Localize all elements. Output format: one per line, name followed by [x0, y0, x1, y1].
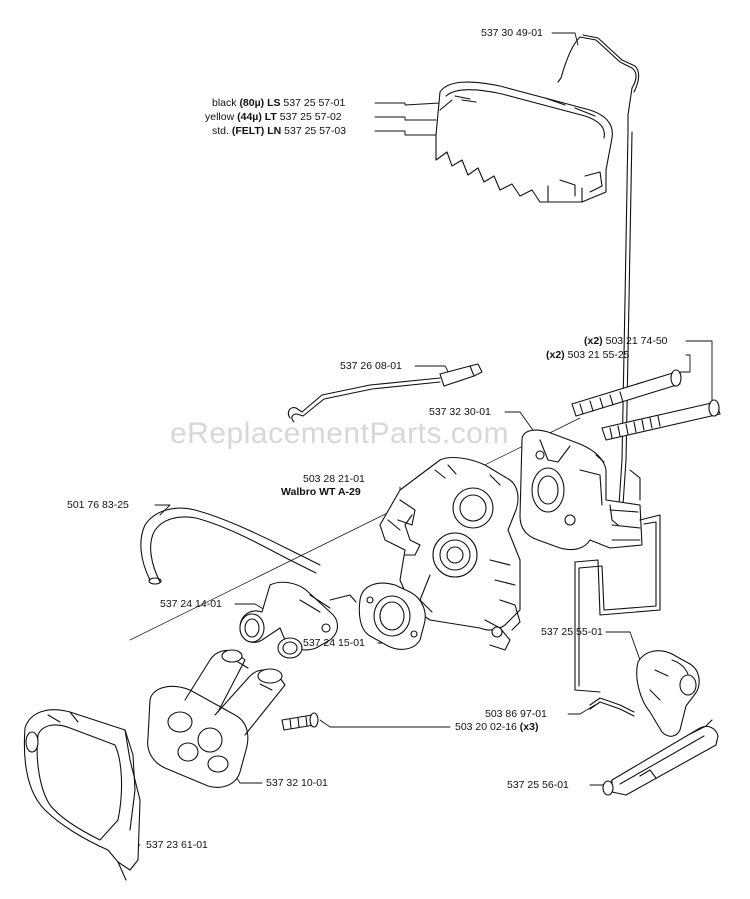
qty-x2-a: (x2): [584, 335, 603, 347]
filter-black-color: black: [212, 97, 240, 109]
intake-manifold: [147, 649, 286, 788]
part-503200216: 503 20 02-16: [455, 721, 517, 733]
fuel-hose: [140, 507, 321, 585]
filter-black-number: 537 25 57-01: [280, 97, 346, 109]
filter-yellow-number: 537 25 57-02: [276, 111, 342, 123]
filter-std-grade: (FELT) LN: [231, 125, 282, 137]
trigger-spring: [589, 697, 635, 717]
throttle-rod: [287, 363, 483, 423]
filter-black-grade: (80µ) LS: [239, 97, 281, 109]
label-537255501: 537 25 55-01: [541, 626, 603, 638]
label-filter-black: black (80µ) LS 537 25 57-01: [212, 97, 345, 109]
label-503215525: (x2) 503 21 55-25: [546, 349, 630, 361]
label-537304901: 537 30 49-01: [481, 27, 543, 39]
filter-yellow-grade: (44µ) LT: [237, 111, 277, 123]
carburetor: [379, 456, 521, 651]
spring-clip-537304901: [557, 34, 640, 131]
filter-base: [23, 709, 141, 881]
throttle-lockout: [602, 719, 719, 796]
label-503869701: 503 86 97-01: [485, 708, 547, 720]
air-filter: [435, 81, 613, 203]
cable-loop: [574, 514, 661, 693]
screws-x2: [129, 369, 721, 641]
label-503217450: (x2) 503 21 74-50: [584, 335, 668, 347]
filter-std-type: std.: [212, 125, 232, 137]
label-503200216: 503 20 02-16 (x3): [455, 721, 538, 733]
insulator-gasket: [358, 582, 426, 650]
carburetor-bracket: [519, 429, 643, 551]
label-filter-std: std. (FELT) LN 537 25 57-03: [212, 125, 346, 137]
part-503217450: 503 21 74-50: [602, 335, 668, 347]
label-537236101: 537 23 61-01: [146, 839, 208, 851]
qty-x2-b: (x2): [546, 349, 565, 361]
filter-yellow-color: yellow: [205, 111, 238, 123]
part-503215525: 503 21 55-25: [564, 349, 630, 361]
label-537255601: 537 25 56-01: [507, 779, 569, 791]
label-503282101: 503 28 21-01: [303, 473, 365, 485]
label-537241401: 537 24 14-01: [160, 598, 222, 610]
label-537241501: 537 24 15-01: [303, 637, 365, 649]
intake-elbow: [239, 581, 357, 659]
qty-x3: (x3): [516, 721, 539, 733]
label-filter-yellow: yellow (44µ) LT 537 25 57-02: [205, 111, 342, 123]
label-537321001: 537 32 10-01: [266, 777, 328, 789]
label-walbro: Walbro WT A-29: [281, 486, 361, 498]
label-537260801: 537 26 08-01: [340, 360, 402, 372]
clip-rod: [617, 129, 633, 521]
screw-x3: [281, 712, 319, 731]
label-501768325: 501 76 83-25: [67, 499, 129, 511]
filter-std-number: 537 25 57-03: [281, 125, 347, 137]
throttle-trigger: [636, 650, 700, 737]
watermark: eReplacementParts.com: [170, 417, 509, 450]
label-537323001: 537 32 30-01: [429, 406, 491, 418]
